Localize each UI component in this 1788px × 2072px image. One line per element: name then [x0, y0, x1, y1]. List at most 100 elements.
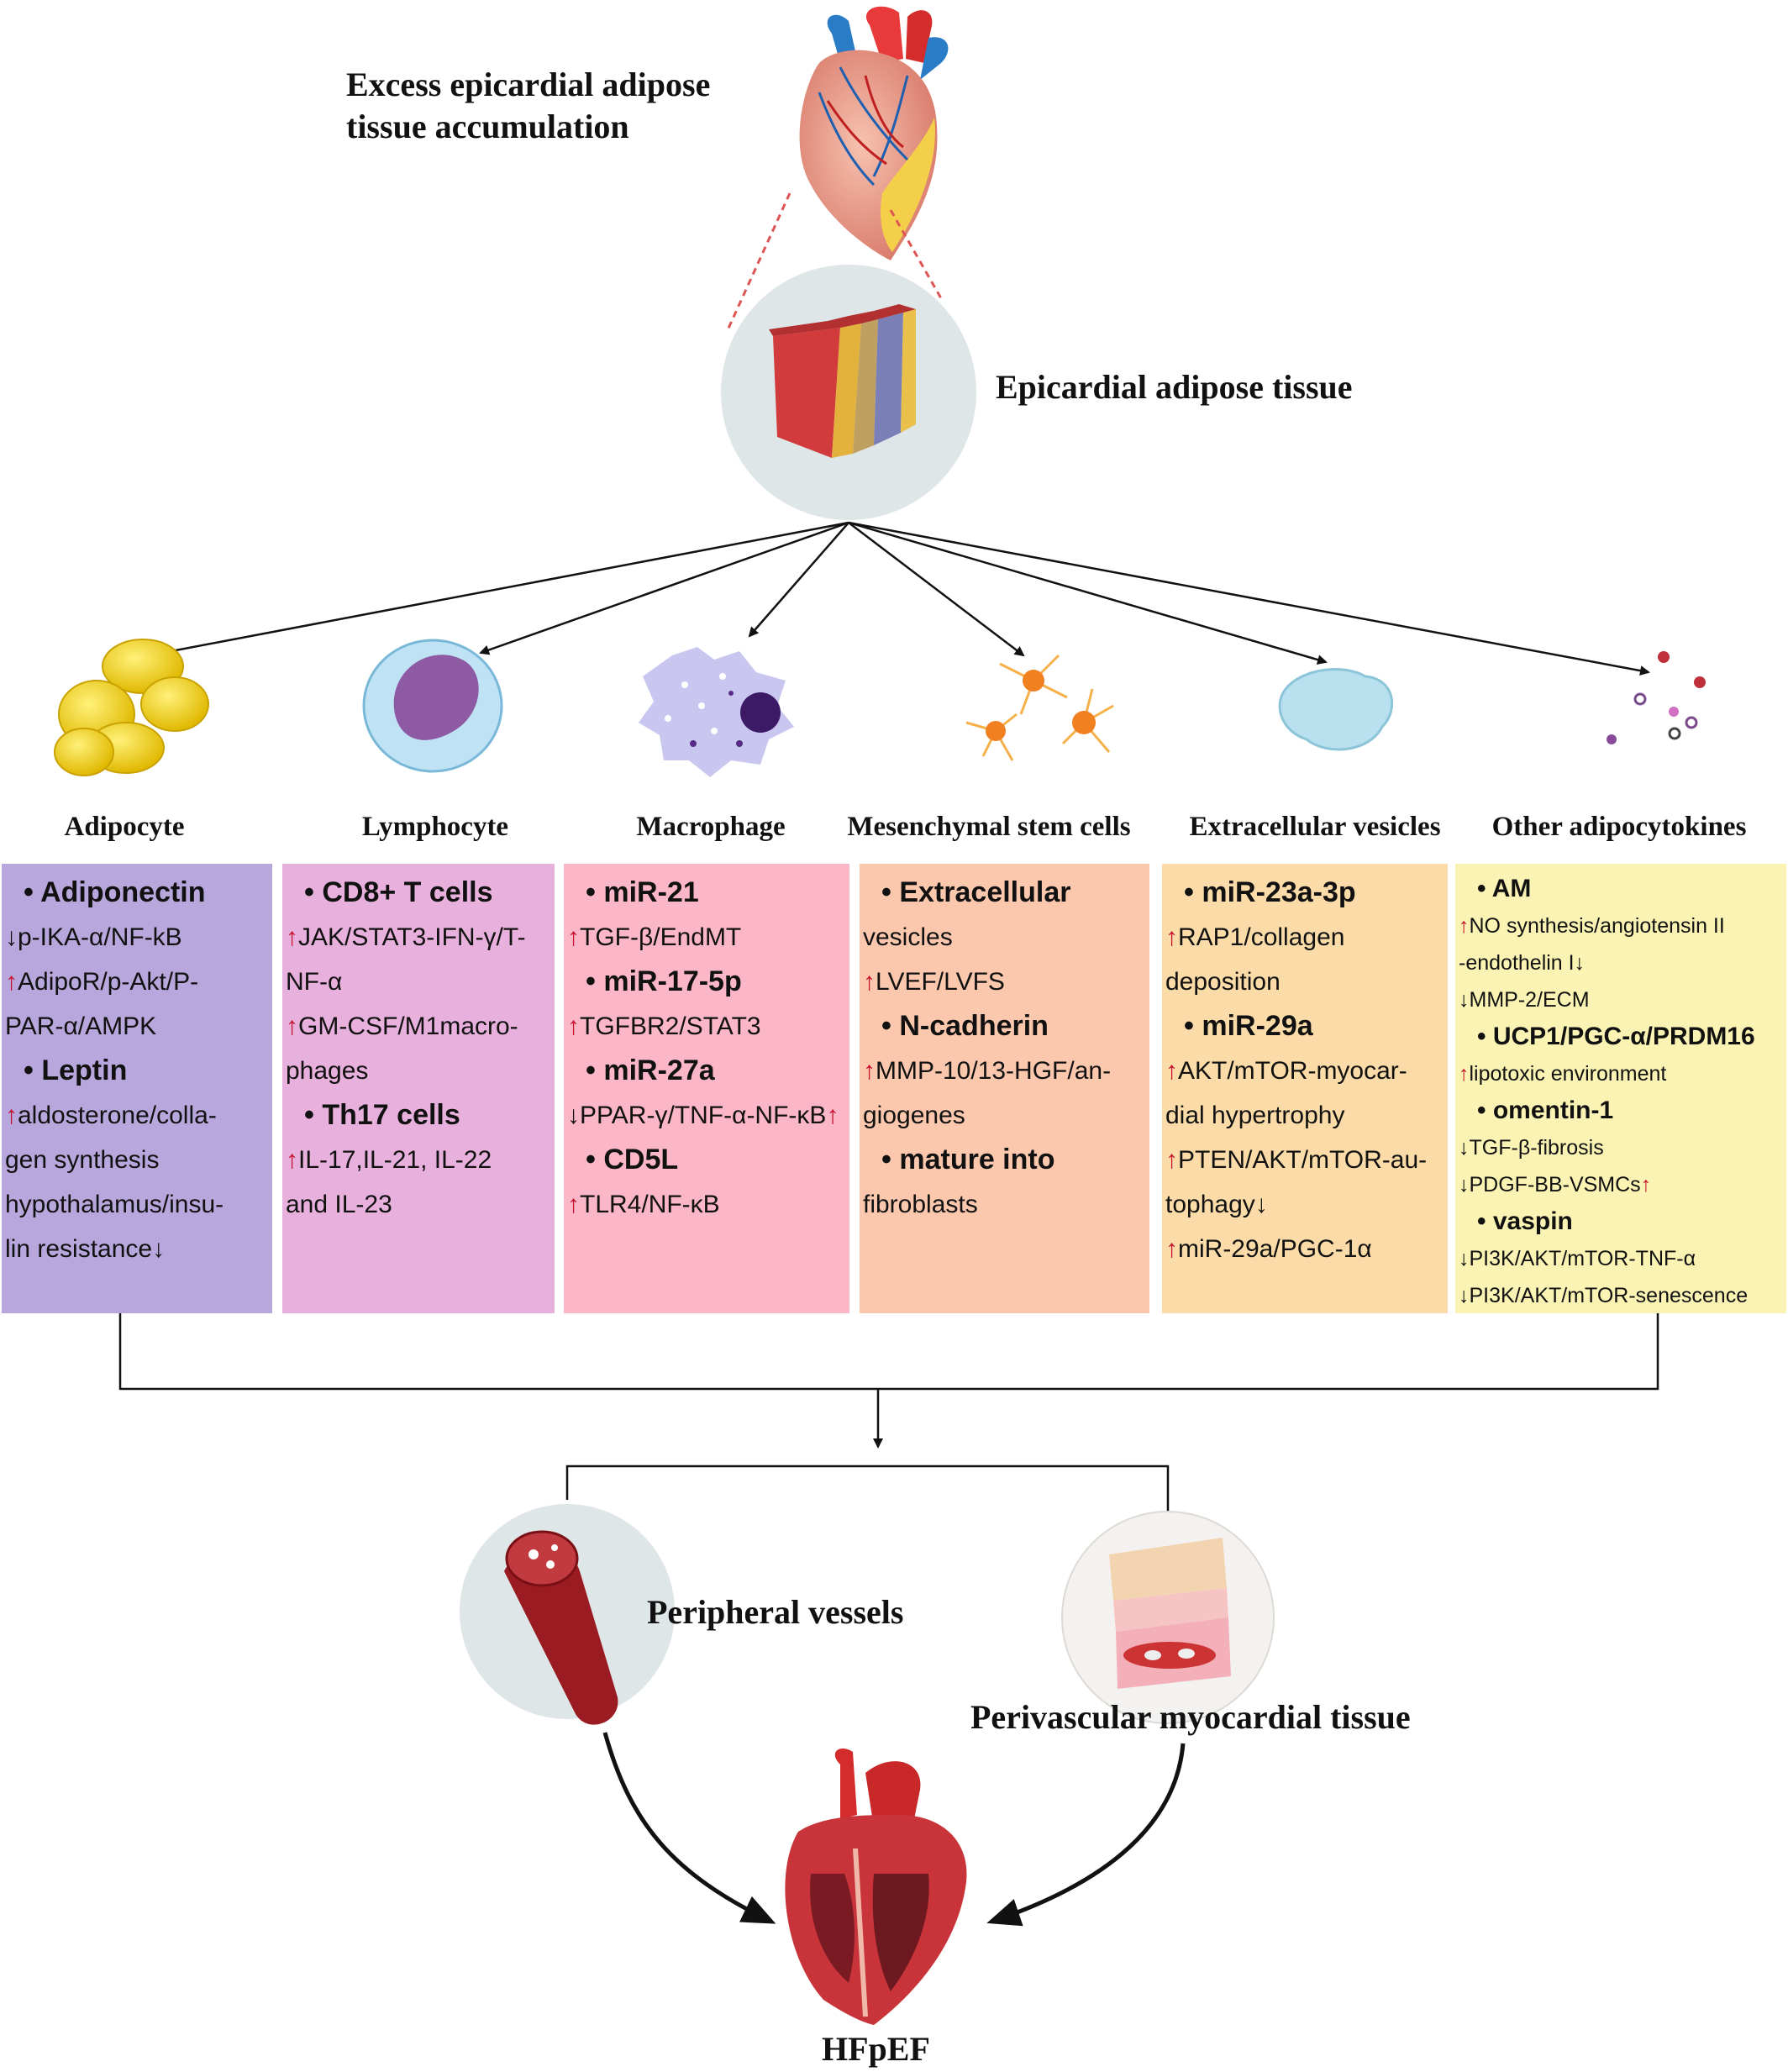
adipocyte-icon [54, 639, 209, 776]
line-text: dial hypertrophy [1165, 1102, 1345, 1129]
line-text: tophagy [1165, 1191, 1255, 1218]
adipocytokines-icon [1607, 651, 1706, 744]
column-title: Macrophage [636, 812, 786, 842]
line-text: deposition [1165, 968, 1281, 996]
arrow-up-icon: ↑ [1165, 1057, 1178, 1085]
arrow-down-icon: ↓ [1459, 988, 1470, 1012]
collector-lines [118, 1313, 1659, 1512]
line-text: LVEF/LVFS [876, 968, 1005, 996]
line-text: p-IKA-α/NF-kB [18, 923, 182, 951]
line-text: hypothalamus/insu- [5, 1191, 224, 1218]
line-text: giogenes [863, 1102, 965, 1129]
panel-line: ↑IL-17,IL-21, IL-22 [286, 1138, 555, 1182]
panel-line: • vaspin [1459, 1203, 1786, 1240]
panel-line: and IL-23 [286, 1182, 555, 1227]
bullet: • [1184, 876, 1202, 908]
top-title: Excess epicardial adipose tissue accumul… [346, 64, 710, 148]
bullet: • [24, 1054, 42, 1086]
line-text: miR-29a/PGC-1α [1178, 1235, 1372, 1263]
column-title: Other adipocytokines [1491, 812, 1747, 842]
column-panel: • miR-21↑TGF-β/EndMT• miR-17-5p↑TGFBR2/S… [564, 864, 849, 1313]
arrow-up-icon: ↑ [863, 1057, 876, 1085]
bullet: • [881, 1144, 900, 1175]
line-text: omentin-1 [1492, 1096, 1614, 1124]
bullet: • [586, 1054, 604, 1086]
line-text: RAP1/collagen [1178, 923, 1345, 951]
panel-line: ↑TLR4/NF-κB [567, 1182, 849, 1227]
panel-line: • miR-17-5p [567, 960, 849, 1004]
panel-line: fibroblasts [863, 1182, 1149, 1227]
bullet: • [1184, 1010, 1202, 1042]
panel-line: ↓MMP-2/ECM [1459, 981, 1786, 1018]
panel-line: ↑lipotoxic environment [1459, 1055, 1786, 1092]
panel-line: • Extracellular [863, 870, 1149, 915]
panel-line: • CD5L [567, 1138, 849, 1182]
line-text: vesicles [863, 923, 953, 951]
panel-line: PAR-α/AMPK [5, 1004, 272, 1049]
arrow-up-icon: ↑ [5, 968, 18, 996]
arrow-up-icon: ↑ [286, 1146, 298, 1174]
arrow-up-icon: ↑ [286, 923, 298, 951]
perivascular-myocardial-label: Perivascular myocardial tissue [970, 1698, 1411, 1736]
line-text: PDGF-BB-VSMCs [1469, 1173, 1641, 1196]
column-panel: • Adiponectin↓p-IKA-α/NF-kB↑AdipoR/p-Akt… [2, 864, 272, 1313]
perivascular-myocardial-tissue-icon [1061, 1511, 1275, 1724]
arrow-up-icon: ↑ [567, 1012, 580, 1040]
column-title: Adipocyte [64, 812, 185, 842]
hfpef-label: HFpEF [822, 2030, 930, 2068]
arrow-down-icon: ↓ [5, 923, 18, 951]
arrow-peripheral-to-heart [602, 1732, 776, 1924]
line-text: MMP-10/13-HGF/an- [876, 1057, 1112, 1085]
heart-top-icon [799, 6, 949, 260]
arrow-up-icon: ↑ [567, 1191, 580, 1218]
panel-line: • N-cadherin [863, 1004, 1149, 1049]
bullet: • [1477, 875, 1492, 902]
column-title: Lymphocyte [361, 812, 509, 842]
arrow-down-icon: ↓ [1254, 1191, 1268, 1218]
bullet: • [304, 876, 323, 908]
line-text: phages [286, 1057, 369, 1085]
column-panel: • CD8+ T cells↑JAK/STAT3-IFN-γ/T-NF-α↑GM… [282, 864, 555, 1313]
arrow-perivascular-to-heart [986, 1743, 1186, 1927]
line-text: mature into [899, 1144, 1055, 1175]
panel-line: hypothalamus/insu- [5, 1182, 272, 1227]
bullet: • [881, 876, 900, 908]
arrow-up-icon: ↑ [863, 968, 876, 996]
panel-line: ↓PDGF-BB-VSMCs↑ [1459, 1166, 1786, 1203]
arrow-up-icon: ↑ [826, 1102, 839, 1129]
bullet: • [881, 1010, 900, 1042]
panel-line: ↑NO synthesis/angiotensin II [1459, 907, 1786, 944]
panel-line: • miR-27a [567, 1049, 849, 1093]
line-text: JAK/STAT3-IFN-γ/T- [298, 923, 526, 951]
arrow-up-icon: ↑ [1165, 923, 1178, 951]
bullet: • [1477, 1023, 1493, 1050]
arrow-up-icon: ↑ [1640, 1173, 1652, 1196]
panel-line: • miR-23a-3p [1165, 870, 1448, 915]
arrow-down-icon: ↓ [1459, 1284, 1470, 1307]
panel-line: ↑RAP1/collagen [1165, 915, 1448, 960]
line-text: miR-27a [603, 1054, 715, 1086]
line-text: -endothelin I [1459, 951, 1575, 975]
line-text: miR-23a-3p [1202, 876, 1356, 908]
panel-line: deposition [1165, 960, 1448, 1004]
line-text: Th17 cells [322, 1099, 460, 1131]
panel-line: • mature into [863, 1138, 1149, 1182]
bullet: • [1477, 1207, 1493, 1235]
line-text: lipotoxic environment [1469, 1062, 1667, 1086]
panel-line: • Adiponectin [5, 870, 272, 915]
panel-line: phages [286, 1049, 555, 1093]
panel-line: • CD8+ T cells [286, 870, 555, 915]
arrow-down-icon: ↓ [1459, 1247, 1470, 1270]
line-text: TGF-β-fibrosis [1469, 1136, 1604, 1160]
extracellular-vesicle-icon [1278, 668, 1394, 751]
panel-line: • AM [1459, 870, 1786, 907]
arrow-up-icon: ↑ [5, 1102, 18, 1129]
mesenchymal-stem-cells-icon [965, 654, 1114, 761]
arrow-down-icon: ↓ [1459, 1136, 1470, 1160]
panel-line: ↑LVEF/LVFS [863, 960, 1149, 1004]
panel-line: ↓PI3K/AKT/mTOR-TNF-α [1459, 1240, 1786, 1277]
arrow-down-icon: ↓ [1574, 951, 1586, 975]
line-text: NO synthesis/angiotensin II [1469, 914, 1725, 938]
bullet: • [586, 1144, 604, 1175]
